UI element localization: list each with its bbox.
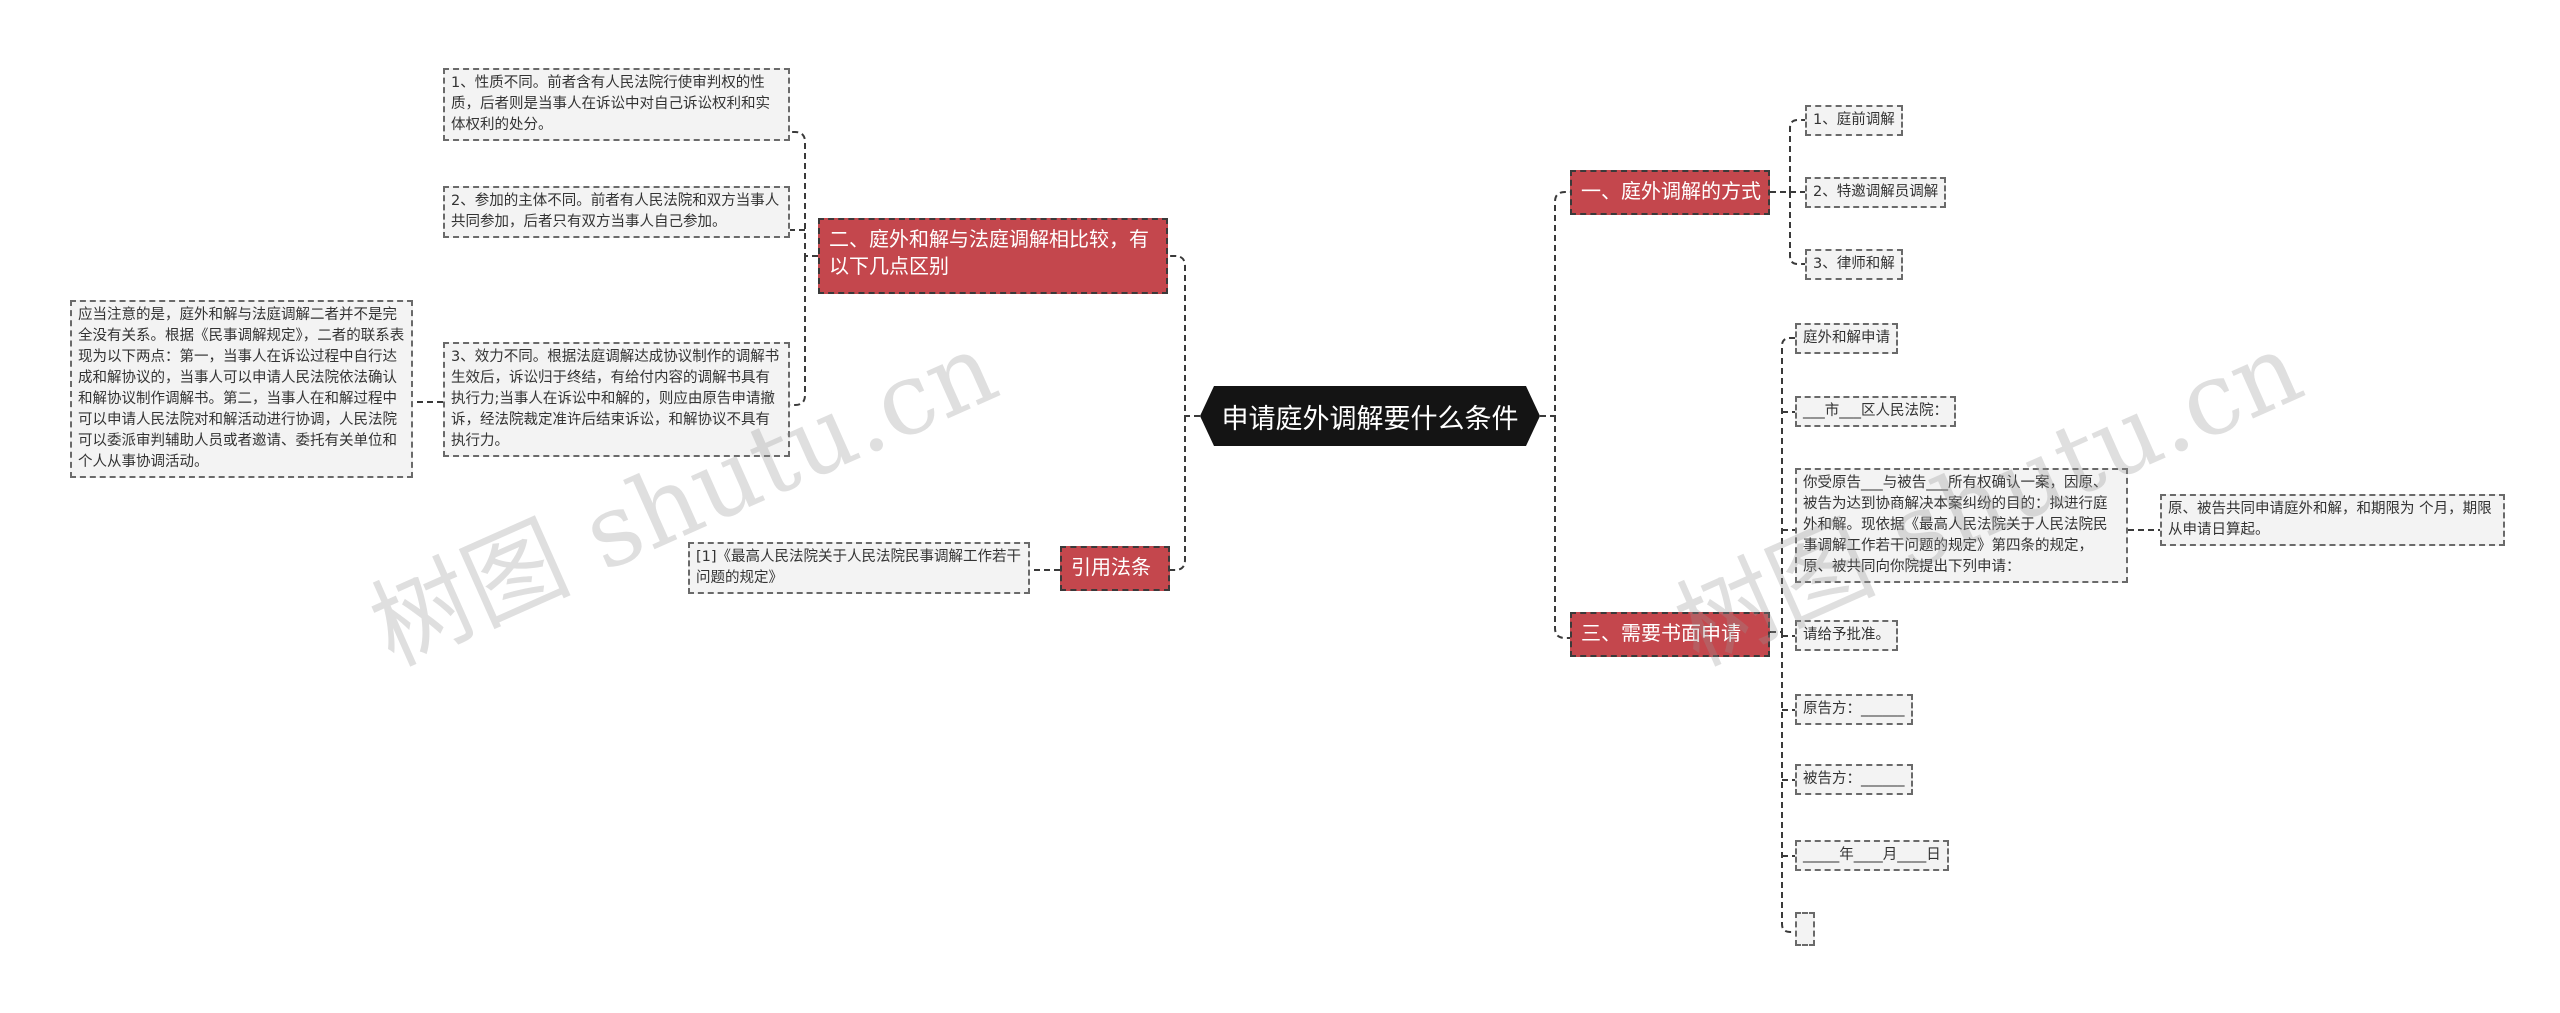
connector xyxy=(1540,191,1570,417)
method-item[interactable]: 2、特邀调解员调解 xyxy=(1805,177,1947,208)
connector xyxy=(790,131,818,257)
application-item[interactable]: 原告方：______ xyxy=(1795,694,1913,725)
application-sub-item[interactable]: 原、被告共同申请庭外和解，和期限为 个月，期限从申请日算起。 xyxy=(2160,494,2505,546)
law-citation[interactable]: [1]《最高人民法院关于人民法院民事调解工作若干问题的规定》 xyxy=(688,542,1030,594)
root-label: 申请庭外调解要什么条件 xyxy=(1221,403,1519,435)
application-item[interactable]: 你受原告___与被告___所有权确认一案，因原、被告为达到协商解决本案纠纷的目的… xyxy=(1795,468,2128,583)
branch-comparison[interactable]: 二、庭外和解与法庭调解相比较，有以下几点区别 xyxy=(818,218,1168,294)
branch-label: 三、需要书面申请 xyxy=(1581,621,1741,645)
branch-methods[interactable]: 一、庭外调解的方式 xyxy=(1570,170,1770,215)
root-node[interactable]: 申请庭外调解要什么条件 xyxy=(1200,386,1540,446)
difference-item[interactable]: 1、性质不同。前者含有人民法院行使审判权的性质，后者则是当事人在诉讼中对自己诉讼… xyxy=(443,68,790,141)
connector xyxy=(1554,416,1570,639)
branch-label: 引用法条 xyxy=(1071,555,1151,579)
application-item[interactable]: 请给予批准。 xyxy=(1795,620,1898,651)
connector xyxy=(790,256,806,406)
connector xyxy=(1770,119,1805,193)
difference-item[interactable]: 3、效力不同。根据法庭调解达成协议制作的调解书生效后，诉讼归于终结，有给付内容的… xyxy=(443,342,790,457)
difference-note[interactable]: 应当注意的是，庭外和解与法庭调解二者并不是完全没有关系。根据《民事调解规定》，二… xyxy=(70,300,413,478)
method-item[interactable]: 3、律师和解 xyxy=(1805,249,1903,280)
connector xyxy=(1789,192,1805,265)
connector xyxy=(1770,337,1795,633)
application-item[interactable]: ___市___区人民法院： xyxy=(1795,396,1956,427)
branch-label: 二、庭外和解与法庭调解相比较，有以下几点区别 xyxy=(829,227,1149,278)
application-item[interactable]: 被告方：______ xyxy=(1795,764,1913,795)
branch-label: 一、庭外调解的方式 xyxy=(1581,179,1761,203)
branch-written-application[interactable]: 三、需要书面申请 xyxy=(1570,612,1770,657)
connector xyxy=(1781,632,1795,933)
connector xyxy=(1170,255,1200,417)
application-item[interactable]: 庭外和解申请 xyxy=(1795,323,1898,354)
branch-cited-law[interactable]: 引用法条 xyxy=(1060,546,1170,591)
connector xyxy=(1170,416,1186,571)
application-item[interactable]: _____年____月____日 xyxy=(1795,840,1949,871)
application-item-empty[interactable] xyxy=(1795,912,1815,946)
method-item[interactable]: 1、庭前调解 xyxy=(1805,105,1903,136)
difference-item[interactable]: 2、参加的主体不同。前者有人民法院和双方当事人共同参加，后者只有双方当事人自己参… xyxy=(443,186,790,238)
